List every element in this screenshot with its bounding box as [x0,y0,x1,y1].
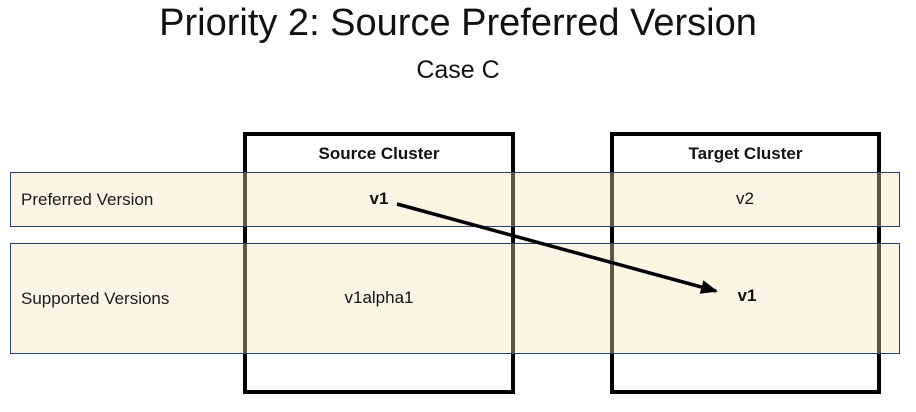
supported-versions-row-label: Supported Versions [21,288,170,308]
preferred-version-row: Preferred Version [10,172,900,227]
preferred-version-row-label: Preferred Version [21,189,154,209]
cell-source-supported-versions: v1alpha1 [344,288,414,307]
slide-subtitle: Case C [416,56,500,84]
cell-target-preferred-version: v2 [736,189,754,208]
cell-target-supported-versions: v1 [737,286,757,305]
target-cluster-header: Target Cluster [688,144,803,163]
supported-versions-row: Supported Versions [10,243,900,354]
source-cluster-header: Source Cluster [318,144,440,163]
cell-source-preferred-version: v1 [369,189,389,208]
slide-title: Priority 2: Source Preferred Version [159,2,757,44]
